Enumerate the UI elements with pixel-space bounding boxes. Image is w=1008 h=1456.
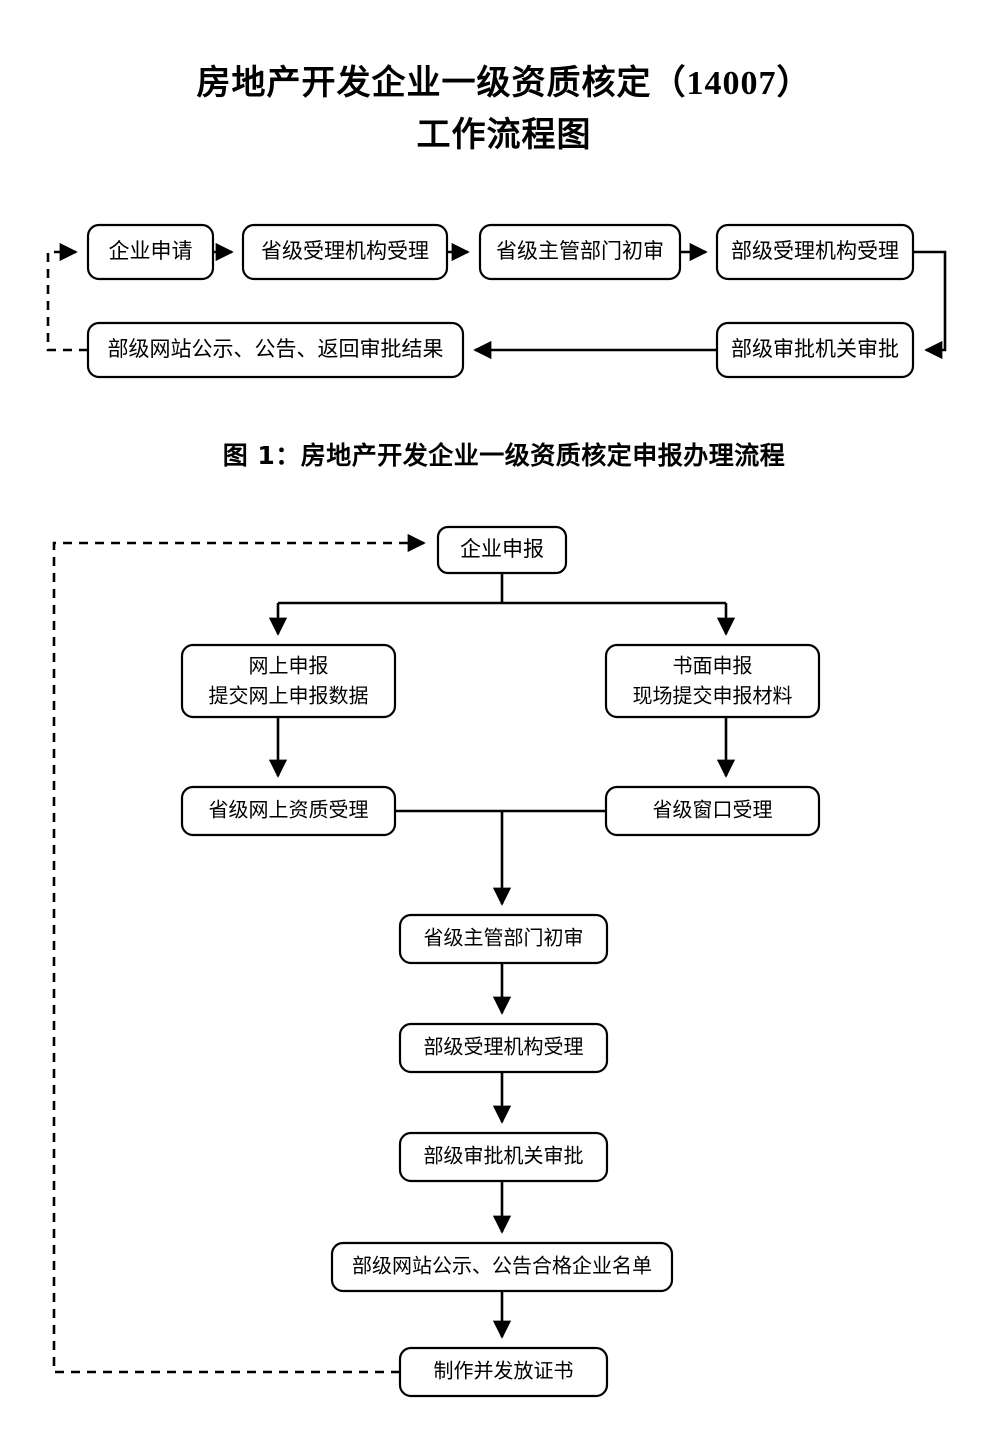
node-ministerial-publication-list: 部级网站公示、公告合格企业名单	[330, 1241, 674, 1293]
edge-result-to-application	[46, 242, 88, 352]
diagram-2: 企业申报 网上申报 提交网上申报数据 书面申报 现场提交申报材料 省级网上资质受…	[52, 525, 821, 1398]
title-line-2: 工作流程图	[416, 117, 592, 154]
node-box	[604, 785, 821, 837]
node-label: 省级受理机构受理	[261, 239, 429, 263]
node-box	[86, 223, 215, 281]
node-paper-declaration: 书面申报 现场提交申报材料	[604, 643, 821, 719]
node-label: 省级窗口受理	[653, 799, 773, 822]
node-provincial-window-intake: 省级窗口受理	[604, 785, 821, 837]
node-label: 省级网上资质受理	[209, 799, 369, 822]
node-box	[398, 913, 609, 965]
node-box	[180, 785, 397, 837]
page-title: 房地产开发企业一级资质核定（14007） 工作流程图	[0, 58, 1008, 162]
node-label: 部级网站公示、公告、返回审批结果	[108, 337, 444, 361]
node-provincial-online-intake: 省级网上资质受理	[180, 785, 397, 837]
node-label-line-1: 书面申报	[673, 655, 753, 678]
node-ministerial-intake-2: 部级受理机构受理	[398, 1022, 609, 1074]
node-ministerial-intake: 部级受理机构受理	[715, 223, 915, 281]
node-label-line-2: 提交网上申报数据	[209, 685, 369, 708]
node-box	[398, 1022, 609, 1074]
node-box	[86, 321, 465, 379]
node-label: 企业申报	[460, 537, 544, 561]
node-online-declaration: 网上申报 提交网上申报数据	[180, 643, 397, 719]
node-box	[604, 643, 821, 719]
figure-caption-text: 图 1：房地产开发企业一级资质核定申报办理流程	[222, 441, 786, 470]
node-label: 制作并发放证书	[434, 1360, 574, 1383]
node-box	[715, 321, 915, 379]
node-enterprise-application: 企业申请	[86, 223, 215, 281]
node-label: 部级审批机关审批	[424, 1145, 584, 1168]
node-label: 部级受理机构受理	[424, 1036, 584, 1059]
edge-certificate-to-declaration	[52, 533, 426, 1374]
node-issue-certificate: 制作并发放证书	[398, 1346, 609, 1398]
node-ministerial-publication: 部级网站公示、公告、返回审批结果	[86, 321, 465, 379]
node-ministerial-approval: 部级审批机关审批	[715, 321, 915, 379]
node-label-line-2: 现场提交申报材料	[633, 685, 793, 708]
node-label: 部级网站公示、公告合格企业名单	[352, 1255, 652, 1278]
node-label: 部级受理机构受理	[731, 239, 899, 263]
node-label: 省级主管部门初审	[496, 239, 664, 263]
node-box	[715, 223, 915, 281]
node-box	[330, 1241, 674, 1293]
edge-d1-4-6	[913, 250, 947, 360]
node-box	[398, 1131, 609, 1183]
node-box	[180, 643, 397, 719]
node-box	[241, 223, 449, 281]
title-line-1: 房地产开发企业一级资质核定（14007）	[196, 65, 812, 102]
node-label: 部级审批机关审批	[731, 337, 899, 361]
node-provincial-intake: 省级受理机构受理	[241, 223, 449, 281]
node-box	[398, 1346, 609, 1398]
node-box	[436, 525, 568, 575]
node-label: 企业申请	[109, 239, 193, 263]
figure-caption: 图 1：房地产开发企业一级资质核定申报办理流程	[0, 436, 1008, 472]
node-provincial-review: 省级主管部门初审	[478, 223, 682, 281]
node-ministerial-approval-2: 部级审批机关审批	[398, 1131, 609, 1183]
diagram-1: 企业申请 省级受理机构受理 省级主管部门初审 部级受理机构受理 部级网站公示、公…	[46, 223, 947, 379]
node-enterprise-declaration: 企业申报	[436, 525, 568, 575]
node-label: 省级主管部门初审	[424, 927, 584, 950]
node-label-line-1: 网上申报	[249, 655, 329, 678]
node-box	[478, 223, 682, 281]
node-provincial-preliminary-review: 省级主管部门初审	[398, 913, 609, 965]
